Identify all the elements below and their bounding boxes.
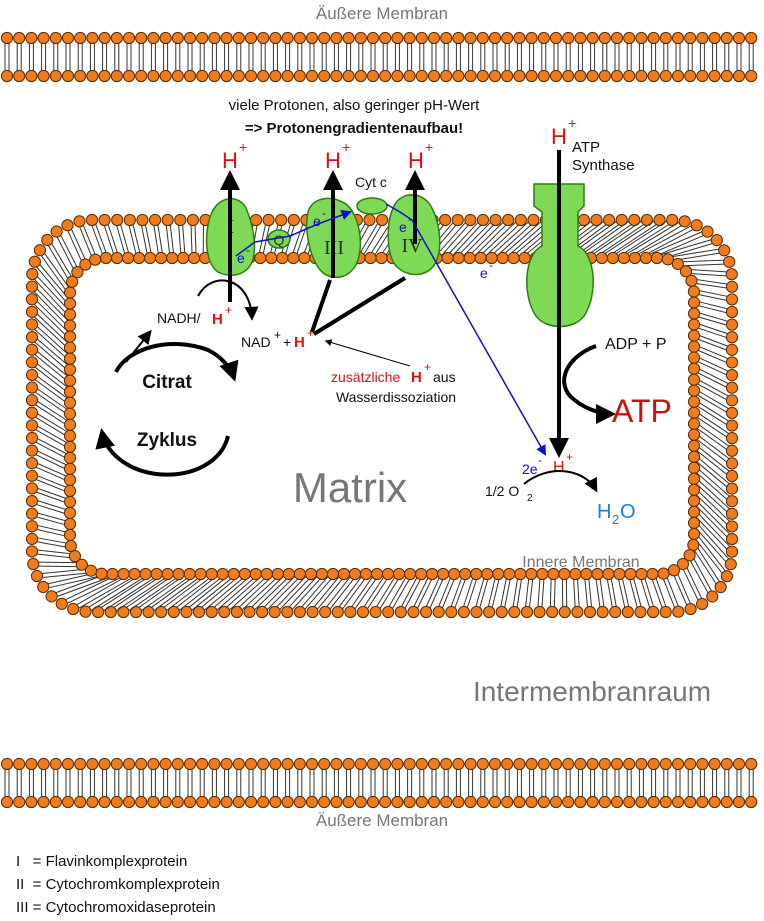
electron-label-complex-iii: e - [313, 206, 326, 229]
legend-item-i: I = Flavinkomplexprotein [16, 853, 188, 870]
svg-text:+: + [225, 303, 232, 317]
svg-text:-: - [322, 206, 326, 220]
atp-label: ATP [612, 393, 672, 429]
svg-text:+: + [342, 139, 350, 155]
matrix-label: Matrix [293, 464, 407, 511]
nad-plus-sign: + [283, 334, 291, 350]
h2o-o: O [620, 501, 636, 523]
extra-h-suffix: aus [433, 369, 456, 385]
svg-text:e: e [480, 265, 488, 281]
complex-iv-label: IV [401, 235, 423, 257]
svg-text:e: e [237, 250, 245, 266]
intermembrane-label: Intermembranraum [473, 676, 711, 707]
svg-text:H: H [212, 311, 223, 328]
nad-plus: + [274, 328, 281, 342]
atp-synthesis-arrow [562, 344, 616, 424]
half-o2-label: 1/2 O [485, 483, 519, 499]
proton-supply-line-iv [312, 276, 407, 336]
proton-supply-line-iii [310, 279, 332, 333]
nad-label: NAD [241, 334, 271, 350]
water-dissociation-arrow [324, 339, 411, 367]
electron-label-transfer: e - [480, 258, 493, 281]
outer-membrane-bottom-label: Äußere Membran [316, 811, 448, 830]
outer-membrane-top-label: Äußere Membran [316, 4, 448, 23]
svg-text:e: e [313, 213, 321, 229]
svg-text:2e: 2e [522, 461, 538, 477]
svg-text:-: - [408, 212, 412, 226]
proton-h-complex-i: H + [222, 139, 247, 173]
water-dissociation-label: Wasserdissoziation [336, 389, 456, 405]
outer-membrane-top [0, 31, 758, 83]
svg-text:H: H [294, 334, 305, 351]
extra-h-prefix: zusätzliche [331, 369, 400, 385]
cyt-c-label: Cyt c [355, 174, 387, 190]
proton-h-complex-iii: H + [325, 139, 350, 173]
nad-proton: H + [294, 326, 314, 351]
proton-note-line2: => Protonengradientenaufbau! [245, 120, 463, 137]
svg-text:+: + [307, 326, 314, 340]
svg-text:+: + [425, 139, 433, 155]
proton-h-atp-synthase: H + [551, 115, 576, 149]
svg-text:+: + [566, 450, 573, 464]
svg-text:H: H [408, 148, 424, 173]
water-formation-arrow [523, 470, 598, 493]
electron-path-cytc-to-iv [385, 203, 413, 221]
proton-note-line1: viele Protonen, also geringer pH-Wert [229, 97, 481, 114]
citrate-label: Citrat [142, 372, 192, 393]
svg-text:H: H [411, 369, 422, 386]
atp-synthase-label-1: ATP [572, 139, 600, 156]
outer-membrane-bottom [0, 757, 758, 809]
svg-text:+: + [568, 115, 576, 131]
svg-text:-: - [538, 453, 542, 467]
q-label: Q [274, 232, 285, 248]
legend-item-ii: II = Cytochromkomplexprotein [16, 876, 220, 893]
nadh-label: NADH/ [157, 310, 201, 326]
cycle-label: Zyklus [137, 430, 197, 451]
half-o2-sub: 2 [527, 493, 533, 504]
svg-text:+: + [239, 139, 247, 155]
ubiquinone-q: Q [267, 229, 291, 249]
cytochrome-c [356, 197, 388, 215]
svg-text:H: H [553, 459, 565, 476]
h2o-h: H [597, 501, 611, 523]
legend: I = Flavinkomplexprotein II = Cytochromk… [16, 850, 220, 919]
nadh-oxidation-arrow [197, 279, 259, 321]
extra-proton: H + [411, 360, 431, 386]
svg-text:H: H [325, 148, 341, 173]
legend-item-iii: III = Cytochromoxidaseprotein [16, 899, 216, 916]
svg-text:-: - [246, 243, 250, 257]
inner-membrane-label: Innere Membran [522, 554, 639, 571]
two-electrons: 2e - [522, 453, 542, 477]
electron-path-iv-to-oxygen [411, 219, 547, 456]
atp-synthase-label-2: Synthase [572, 157, 635, 174]
nadh-proton: H + [212, 303, 232, 328]
svg-text:e: e [399, 219, 407, 235]
electron-path-i-to-iii [235, 210, 352, 257]
electron-label-complex-iv: e - [399, 212, 412, 235]
citrate-cycle [95, 329, 239, 477]
proton-h-complex-iv: H + [408, 139, 433, 173]
svg-text:-: - [489, 258, 493, 272]
svg-text:H: H [551, 124, 567, 149]
svg-text:+: + [424, 360, 431, 374]
oxygen-proton: H + [553, 450, 573, 476]
adp-p-label: ADP + P [605, 336, 667, 353]
svg-text:H: H [222, 148, 238, 173]
h2o-sub: 2 [612, 512, 619, 527]
electron-label-complex-i: e - [237, 243, 250, 266]
